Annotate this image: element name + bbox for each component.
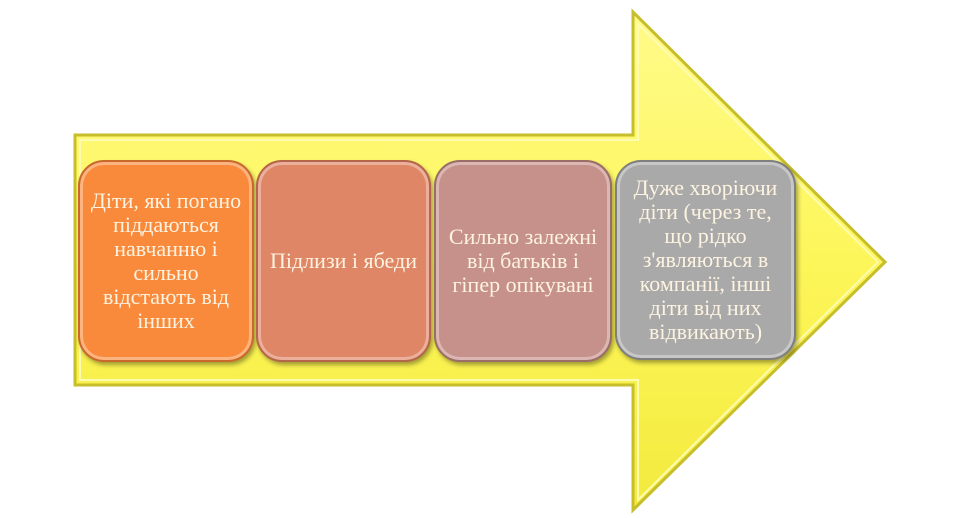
step-box-3: Сильно залежні від батьків і гіпер опіку… [434,160,612,362]
step-label: Підлизи і ябеди [270,248,417,273]
step-label: Дуже хворіючи діти (через те, що рідко з… [633,175,778,344]
step-box-1: Діти, які погано піддаються навчанню і с… [78,160,254,362]
step-label: Діти, які погано піддаються навчанню і с… [90,188,242,333]
step-box-4: Дуже хворіючи діти (через те, що рідко з… [615,160,796,360]
step-label: Сильно залежні від батьків і гіпер опіку… [448,224,598,297]
step-box-2: Підлизи і ябеди [256,160,431,362]
